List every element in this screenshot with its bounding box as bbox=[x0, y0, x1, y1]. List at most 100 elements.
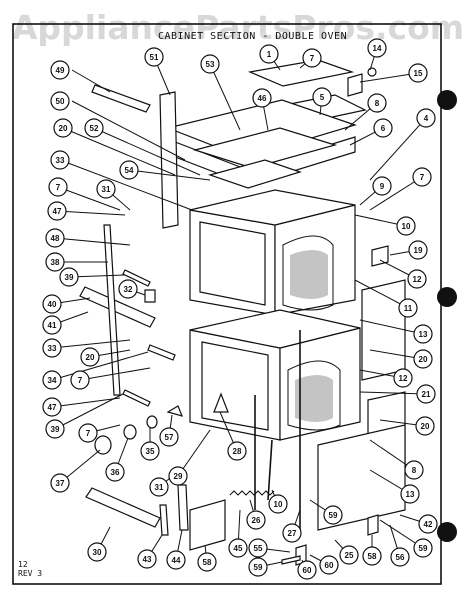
upper-oven-cavity bbox=[189, 189, 356, 316]
callout-circle bbox=[159, 427, 179, 447]
callout-10: 10 bbox=[396, 216, 416, 236]
callout-circle bbox=[372, 176, 392, 196]
callout-41: 41 bbox=[42, 315, 62, 335]
callout-label: 7 bbox=[420, 173, 425, 182]
callout-circle bbox=[408, 240, 428, 260]
callout-circle bbox=[50, 60, 70, 80]
binder-hole-bottom bbox=[437, 522, 457, 542]
callout-31: 31 bbox=[149, 477, 169, 497]
callout-11: 11 bbox=[398, 298, 418, 318]
callout-circle bbox=[78, 423, 98, 443]
callout-label: 47 bbox=[53, 207, 62, 216]
callout-circle bbox=[248, 557, 268, 577]
callout-circle bbox=[45, 252, 65, 272]
callout-37: 37 bbox=[50, 473, 70, 493]
callout-30: 30 bbox=[87, 542, 107, 562]
callout-48: 48 bbox=[45, 228, 65, 248]
hinge-42 bbox=[159, 504, 169, 536]
callout-circle bbox=[168, 466, 188, 486]
callout-label: 10 bbox=[402, 222, 411, 231]
callout-label: 31 bbox=[155, 483, 164, 492]
callout-58: 58 bbox=[197, 552, 217, 572]
callout-circle bbox=[59, 267, 79, 287]
callout-label: 8 bbox=[375, 99, 380, 108]
callout-56: 56 bbox=[390, 547, 410, 567]
callout-circle bbox=[246, 510, 266, 530]
ring-35 bbox=[146, 415, 158, 429]
callout-label: 46 bbox=[258, 94, 267, 103]
callout-label: 29 bbox=[174, 472, 183, 481]
callout-54: 54 bbox=[119, 160, 139, 180]
callout-29: 29 bbox=[168, 466, 188, 486]
callout-21: 21 bbox=[416, 384, 436, 404]
callout-35: 35 bbox=[140, 441, 160, 461]
callout-label: 33 bbox=[48, 344, 57, 353]
callout-20: 20 bbox=[415, 416, 435, 436]
callout-13: 13 bbox=[413, 324, 433, 344]
callout-circle bbox=[415, 416, 435, 436]
callout-circle bbox=[200, 54, 220, 74]
callout-label: 59 bbox=[254, 563, 263, 572]
callout-circle bbox=[413, 538, 433, 558]
bottom-trim-strip bbox=[85, 487, 161, 528]
callout-circle bbox=[416, 384, 436, 404]
callout-58: 58 bbox=[362, 546, 382, 566]
callout-12: 12 bbox=[393, 368, 413, 388]
callout-label: 11 bbox=[404, 304, 413, 313]
callout-label: 10 bbox=[274, 500, 283, 509]
callout-circle bbox=[319, 555, 339, 575]
callout-label: 60 bbox=[325, 561, 334, 570]
callout-label: 19 bbox=[414, 246, 423, 255]
callout-28: 28 bbox=[227, 441, 247, 461]
callout-label: 42 bbox=[424, 520, 433, 529]
callout-7: 7 bbox=[48, 177, 68, 197]
callout-circle bbox=[149, 477, 169, 497]
callout-55: 55 bbox=[248, 538, 268, 558]
callout-label: 6 bbox=[381, 124, 386, 133]
callout-label: 37 bbox=[56, 479, 65, 488]
bracket-32 bbox=[144, 289, 156, 303]
callout-label: 20 bbox=[421, 422, 430, 431]
callout-circle bbox=[413, 349, 433, 369]
callout-20: 20 bbox=[413, 349, 433, 369]
plate-44 bbox=[189, 499, 226, 551]
callout-31: 31 bbox=[96, 179, 116, 199]
callout-circle bbox=[373, 118, 393, 138]
callout-label: 7 bbox=[56, 183, 61, 192]
callout-circle bbox=[96, 179, 116, 199]
callout-39: 39 bbox=[45, 419, 65, 439]
callout-label: 31 bbox=[102, 185, 111, 194]
callout-circle bbox=[404, 460, 424, 480]
bracket-14 bbox=[347, 73, 363, 97]
callout-label: 58 bbox=[203, 558, 212, 567]
callout-10: 10 bbox=[268, 494, 288, 514]
callout-label: 28 bbox=[233, 447, 242, 456]
callout-label: 1 bbox=[267, 50, 272, 59]
callout-43: 43 bbox=[137, 549, 157, 569]
callout-label: 25 bbox=[345, 551, 354, 560]
callout-circle bbox=[45, 228, 65, 248]
callout-8: 8 bbox=[404, 460, 424, 480]
callout-39: 39 bbox=[59, 267, 79, 287]
callout-circle bbox=[84, 118, 104, 138]
callout-42: 42 bbox=[418, 514, 438, 534]
callout-label: 57 bbox=[165, 433, 174, 442]
callout-circle bbox=[398, 298, 418, 318]
callout-59: 59 bbox=[323, 505, 343, 525]
callout-circle bbox=[70, 370, 90, 390]
callout-circle bbox=[45, 419, 65, 439]
callout-circle bbox=[302, 48, 322, 68]
callout-label: 13 bbox=[406, 490, 415, 499]
callout-circle bbox=[53, 118, 73, 138]
callout-25: 25 bbox=[339, 545, 359, 565]
callout-20: 20 bbox=[53, 118, 73, 138]
callout-label: 52 bbox=[90, 124, 99, 133]
callout-circle bbox=[140, 441, 160, 461]
callout-label: 53 bbox=[206, 60, 215, 69]
callout-label: 5 bbox=[320, 93, 325, 102]
bracket-39-upper bbox=[122, 269, 151, 287]
callout-circle bbox=[367, 38, 387, 58]
callout-label: 4 bbox=[424, 114, 429, 123]
callout-label: 39 bbox=[51, 425, 60, 434]
callout-circle bbox=[48, 177, 68, 197]
